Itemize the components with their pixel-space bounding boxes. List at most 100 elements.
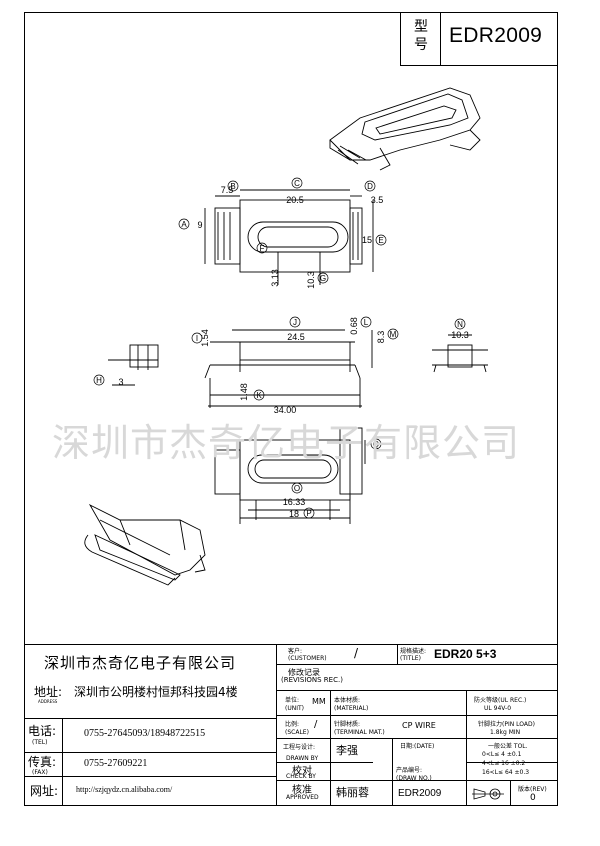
svg-text:G: G — [320, 274, 326, 283]
tolerance-row-1: 0<L≤ 4 ±0.1 — [482, 751, 522, 758]
marker-l: L — [360, 316, 372, 328]
right-side-view — [432, 334, 488, 373]
drawing-frame — [24, 12, 558, 806]
dim-c: 20.5 — [286, 195, 304, 205]
spec-sub: (TITLE) — [400, 655, 421, 662]
svg-text:B: B — [230, 182, 235, 191]
dim-b: 7.5 — [221, 185, 234, 195]
company-name: 深圳市杰奇亿电子有限公司 — [44, 654, 237, 672]
address-sub: ADDRESS — [38, 699, 58, 704]
address-label: 地址: — [34, 685, 63, 699]
marker-j: J — [289, 316, 301, 328]
marker-c: C — [291, 177, 303, 189]
svg-text:H: H — [96, 376, 102, 385]
dim-h: 3 — [118, 377, 123, 387]
isometric-view-bottom — [84, 503, 206, 586]
svg-text:M: M — [390, 330, 397, 339]
marker-g: G — [317, 272, 329, 284]
left-side-view — [108, 344, 159, 386]
customer-value: / — [354, 646, 359, 660]
date-label: 日期:(DATE) — [400, 743, 435, 750]
tolerance-row-2: 4<L≤ 16 ±0.2 — [482, 760, 526, 767]
svg-text:P: P — [306, 509, 311, 518]
svg-text:O: O — [294, 484, 300, 493]
approve-sub: APPROVED — [286, 794, 319, 801]
marker-e: E — [375, 234, 387, 246]
marker-m: M — [387, 328, 399, 340]
svg-text:I: I — [196, 334, 198, 343]
svg-text:K: K — [256, 391, 262, 400]
dim-f: 3.13 — [270, 269, 280, 287]
material-label: 本体材质: — [334, 697, 361, 704]
pin-load-label: 针脚拉力(PIN LOAD) — [478, 721, 535, 728]
marker-a: A — [178, 218, 190, 230]
tolerance-row-3: 16<L≤ 64 ±0.3 — [482, 769, 530, 776]
customer-label: 客户: — [288, 648, 303, 655]
watermark: 深圳市杰奇亿电子有限公司 — [52, 421, 521, 465]
drawno-label: 产品编号: — [396, 767, 423, 774]
web-label: 网址: — [30, 784, 59, 798]
svg-text:F: F — [260, 244, 265, 253]
tel-label: 电话: — [28, 724, 57, 738]
material-sub: (MATERIAL) — [334, 705, 369, 712]
dim-o: 16.33 — [283, 497, 306, 507]
dim-g: 10.3 — [306, 271, 316, 289]
tel-sub: (TEL) — [32, 739, 48, 746]
projection-symbol-icon — [472, 788, 504, 800]
check-sub: CHECK BY — [286, 773, 316, 780]
model-number: EDR2009 — [449, 24, 543, 47]
approve-label: 核准 — [292, 785, 312, 796]
isometric-view-top — [329, 87, 481, 171]
web-value: http://szjqydz.cn.alibaba.com/ — [76, 785, 173, 794]
dim-a: 9 — [197, 220, 202, 230]
dim-e: 15 — [362, 235, 372, 245]
unit-label: 单位: — [285, 697, 300, 704]
rev-number-label: 版本(REV) — [518, 786, 547, 793]
designer: 李强 — [336, 744, 358, 757]
marker-b: B — [227, 180, 239, 192]
check-label: 校对 — [292, 766, 312, 777]
fax-label: 传真: — [28, 755, 57, 769]
pin-load-value: 1.8kg MIN — [490, 729, 521, 736]
customer-sub: (CUSTOMER) — [288, 655, 327, 662]
marker-f: F — [256, 242, 268, 254]
title-block — [24, 644, 558, 807]
approver: 韩丽蓉 — [336, 786, 369, 799]
drawno-value: EDR2009 — [398, 788, 442, 799]
marker-p: P — [303, 507, 315, 519]
marker-q: Q — [370, 438, 382, 450]
marker-n: N — [454, 318, 466, 330]
terminal-label: 针脚材质: — [334, 721, 361, 728]
front-view — [204, 329, 373, 408]
scale-sub: (SCALE) — [285, 729, 309, 736]
rev-number-value: 0 — [530, 793, 536, 803]
top-view — [204, 189, 374, 285]
dim-i: 1.54 — [200, 329, 210, 347]
dim-p: 18 — [289, 509, 299, 519]
model-box — [400, 12, 558, 66]
svg-text:E: E — [378, 236, 383, 245]
terminal-sub: (TERMINAL MAT.) — [334, 729, 385, 736]
dim-n: 10.3 — [451, 330, 469, 340]
svg-text:N: N — [457, 320, 463, 329]
design-label: 工程与设计: — [283, 744, 316, 751]
dim-m: 8.3 — [376, 331, 386, 344]
address-value: 深圳市公明楼村恒邦科技园4楼 — [74, 685, 238, 699]
dim-l: 0.68 — [349, 317, 359, 335]
bottom-view — [214, 427, 366, 524]
rev-sub: (REVISIONS REC.) — [281, 676, 343, 684]
svg-text:D: D — [367, 182, 373, 191]
flame-label: 防火等级(UL REC.) — [474, 697, 527, 704]
svg-text:Q: Q — [373, 440, 379, 449]
svg-text:J: J — [293, 318, 297, 327]
unit-sub: (UNIT) — [285, 705, 304, 712]
spec-value: EDR20 5+3 — [434, 647, 497, 661]
marker-o: O — [291, 482, 303, 494]
terminal-value: CP WIRE — [402, 721, 436, 730]
dim-j: 24.5 — [287, 332, 305, 342]
fax-sub: (FAX) — [32, 769, 48, 776]
model-label: 型号 — [414, 19, 428, 53]
scale-value: / — [314, 719, 318, 730]
rev-label: 修改记录 — [288, 668, 320, 677]
svg-text:C: C — [294, 179, 300, 188]
